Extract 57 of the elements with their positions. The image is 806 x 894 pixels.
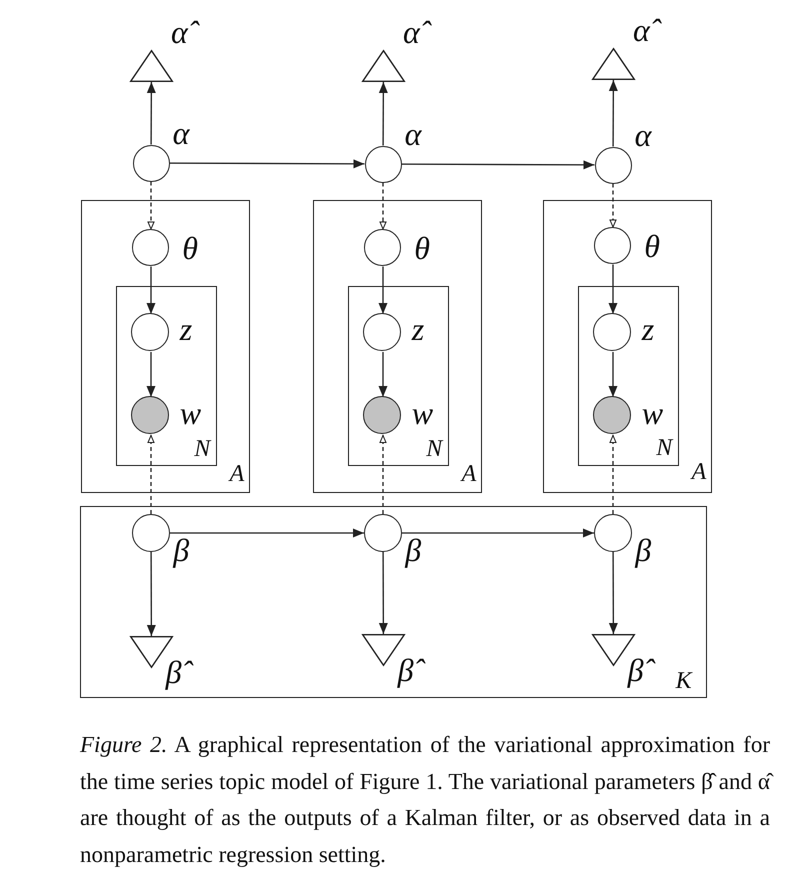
dashed-arrow: [610, 184, 616, 228]
arrow: [402, 528, 594, 538]
variable-label: z: [178, 310, 194, 349]
arrow: [378, 352, 388, 397]
arrow: [146, 82, 156, 144]
variable-label: β̂: [396, 648, 426, 692]
plate-label: N: [426, 436, 442, 463]
dashed-arrow: [380, 435, 386, 514]
plate-frame: [80, 506, 707, 698]
dashed-arrow: [148, 435, 154, 514]
dashed-arrow: [380, 182, 386, 230]
arrow: [146, 552, 156, 636]
variable-label: β: [404, 531, 422, 570]
arrow: [378, 82, 388, 146]
plate-label: A: [230, 460, 244, 487]
plate-frame: [348, 286, 449, 466]
plate-frame: [578, 286, 679, 466]
variable-label: θ: [643, 227, 661, 266]
variable-label: w: [410, 394, 434, 433]
plate-frame: [313, 200, 482, 493]
arrow: [146, 266, 156, 314]
variable-label: β̂: [164, 650, 194, 694]
plate-label: N: [194, 436, 210, 463]
arrow: [170, 528, 364, 538]
arrow: [146, 352, 156, 397]
arrow: [378, 552, 388, 634]
plate-label: A: [692, 458, 706, 485]
arrow: [608, 552, 618, 634]
plate-frame: [543, 200, 712, 493]
arrow: [378, 266, 388, 314]
variable-label: α̂: [402, 10, 432, 55]
dashed-arrow: [148, 182, 154, 230]
variable-label: z: [640, 310, 656, 349]
plate-frame: [116, 286, 217, 466]
variable-label: β̂: [626, 648, 656, 692]
plate-label: A: [462, 460, 476, 487]
variable-label: w: [640, 394, 664, 433]
arrow: [402, 160, 594, 170]
variable-label: α̂: [170, 10, 200, 55]
plate-label: N: [656, 435, 672, 462]
variable-label: w: [178, 394, 202, 433]
variable-label: θ: [413, 229, 431, 268]
variable-label: z: [410, 310, 426, 349]
variable-label: α̂: [632, 8, 662, 53]
variable-label: α: [404, 114, 423, 154]
variable-label: β: [172, 531, 190, 570]
variable-label: α: [172, 114, 191, 153]
variable-label: θ: [181, 229, 199, 268]
arrow: [608, 80, 618, 146]
variable-label: β: [634, 531, 652, 570]
dashed-arrow: [610, 435, 616, 514]
arrow: [608, 352, 618, 397]
plate-label: K: [676, 668, 692, 694]
arrow: [170, 159, 364, 168]
plate-frame: [81, 200, 250, 493]
variable-label: α: [634, 116, 653, 155]
arrow: [608, 264, 618, 314]
